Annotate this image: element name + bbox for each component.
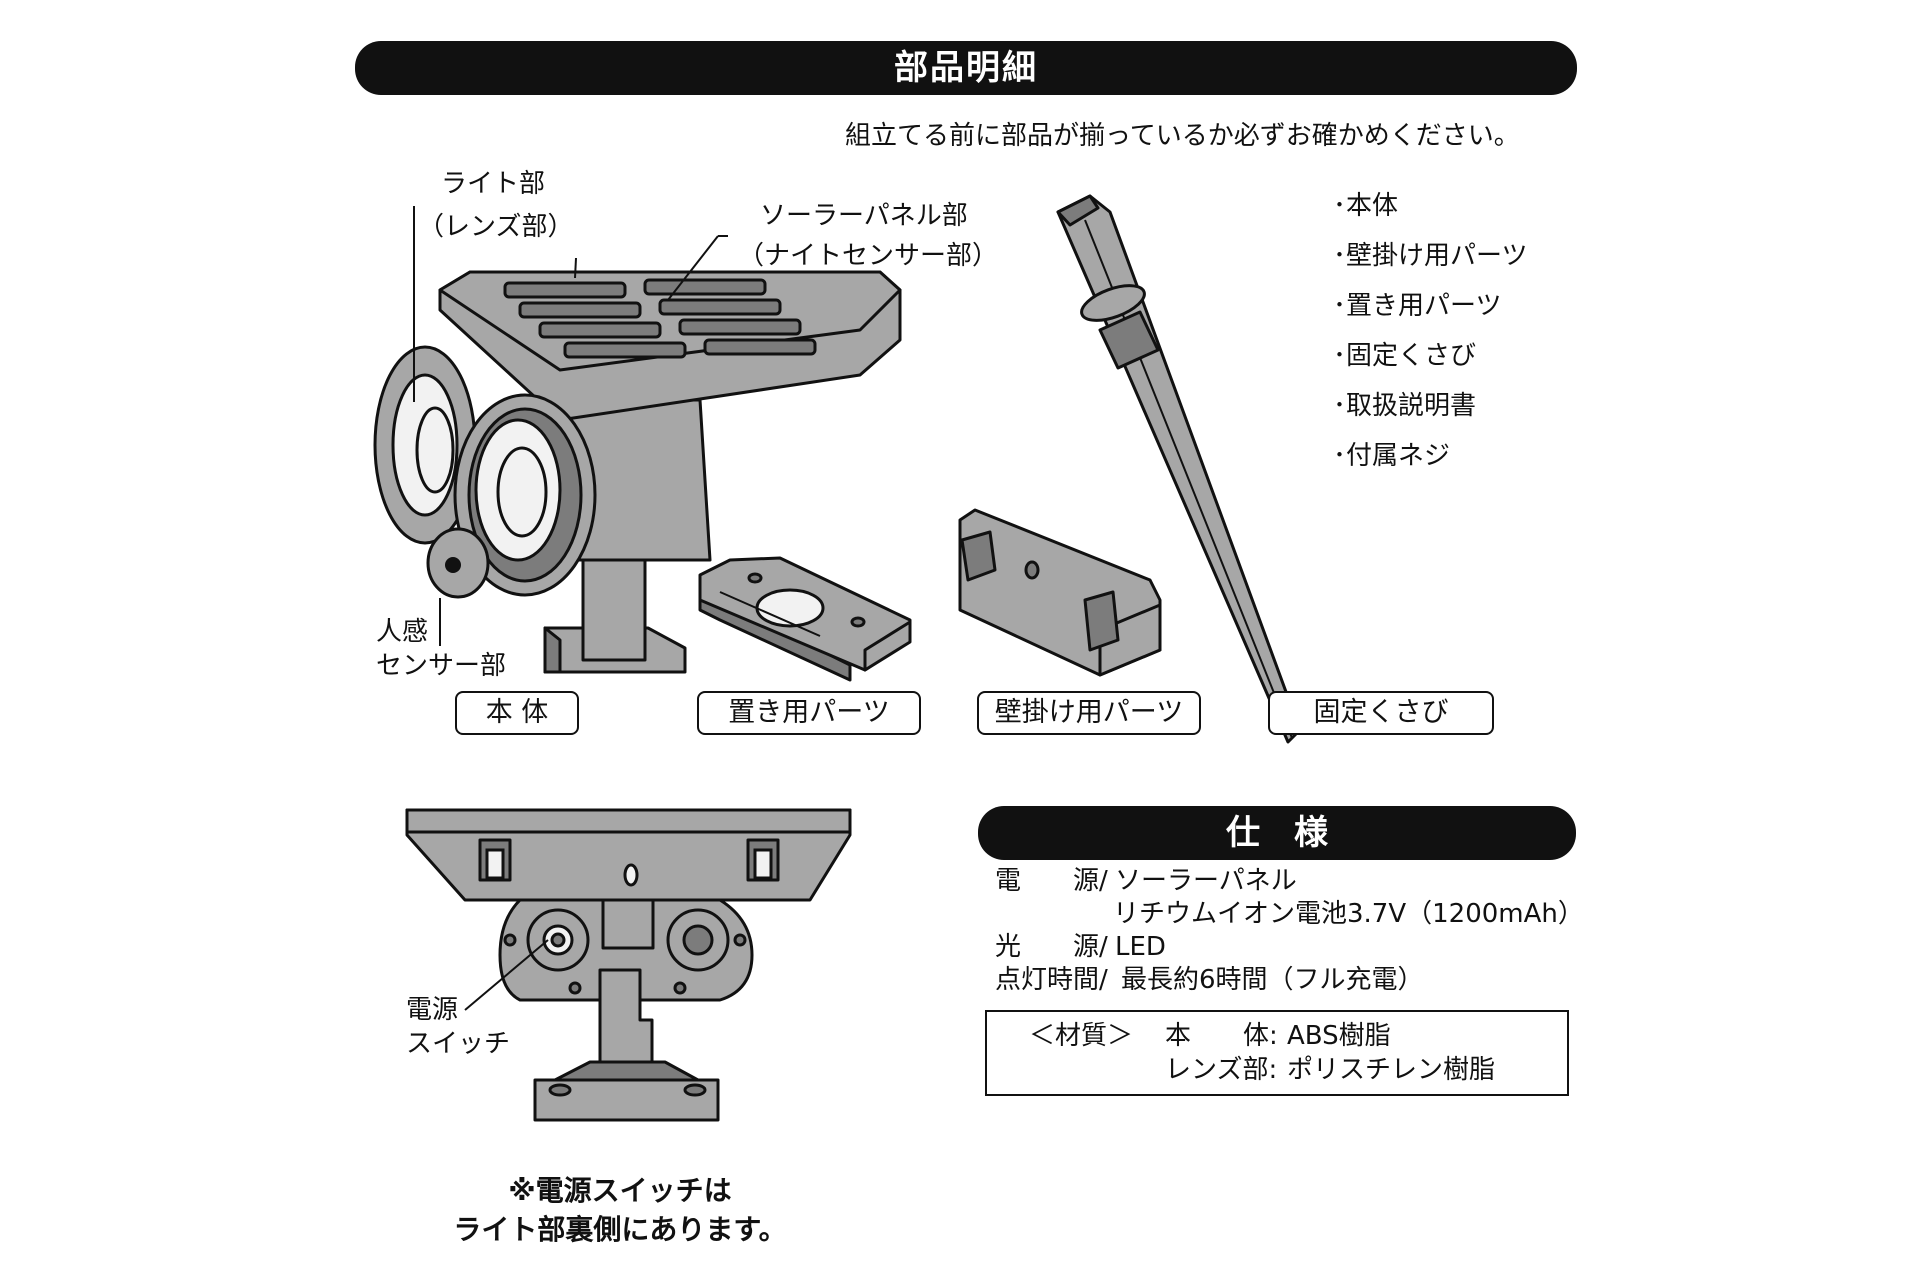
list-item: ･固定くさび (1333, 341, 1477, 371)
list-item: ･付属ネジ (1333, 441, 1451, 471)
list-item: ･取扱説明書 (1333, 391, 1477, 421)
stand-part-drawing (698, 556, 912, 682)
sensor-callout-line1: 人感 (376, 617, 429, 647)
solar-cells (503, 278, 817, 359)
spec-row-time-value: 最長約6時間（フル充電） (1121, 965, 1424, 995)
light-callout-line2: （レンズ部） (418, 212, 574, 242)
spec-row-battery-value: リチウムイオン電池3.7V（1200mAh） (1113, 899, 1584, 929)
label-stand-parts: 置き用パーツ (697, 691, 921, 735)
switch-note-line1: ※電源スイッチは (508, 1174, 732, 1207)
stake-drawing (1056, 194, 1302, 744)
switch-callout-line2: スイッチ (406, 1029, 511, 1059)
switch-note-line2: ライト部裏側にあります。 (453, 1213, 787, 1246)
spec-row-light-label: 光 源/ (995, 932, 1108, 962)
panel-callout-line1: ソーラーパネル部 (760, 201, 968, 231)
material-body-label: 本 体: (1165, 1021, 1278, 1051)
sensor-callout-line2: センサー部 (376, 651, 507, 681)
parts-check-note: 組立てる前に部品が揃っているか必ずお確かめください。 (845, 121, 1520, 151)
switch-callout-line1: 電源 (406, 995, 459, 1025)
callout-lines (413, 206, 728, 646)
parts-section-title: 部品明細 (355, 41, 1577, 95)
back-view-drawing (405, 808, 852, 1122)
list-item: ･壁掛け用パーツ (1333, 241, 1528, 271)
label-body: 本 体 (455, 691, 579, 735)
panel-callout-line2: （ナイトセンサー部） (738, 241, 999, 271)
label-wall-parts: 壁掛け用パーツ (977, 691, 1201, 735)
spec-row-light-value: LED (1115, 932, 1166, 962)
wall-part-drawing (958, 508, 1162, 677)
list-item: ･置き用パーツ (1333, 291, 1502, 321)
material-box: ＜材質＞ 本 体: ABS樹脂 レンズ部: ポリスチレン樹脂 (985, 1010, 1569, 1096)
material-lens-value: ポリスチレン樹脂 (1287, 1055, 1496, 1085)
main-unit-drawing (373, 270, 902, 674)
list-item: ･本体 (1333, 191, 1399, 221)
material-heading: ＜材質＞ (1029, 1021, 1134, 1051)
spec-row-time-label: 点灯時間/ (995, 965, 1108, 995)
material-body-value: ABS樹脂 (1287, 1021, 1391, 1051)
label-stake: 固定くさび (1268, 691, 1494, 735)
spec-section-title: 仕 様 (978, 806, 1576, 860)
material-lens-label: レンズ部: (1165, 1055, 1278, 1085)
light-callout-line1: ライト部 (441, 169, 546, 199)
spec-row-power-value: ソーラーパネル (1115, 866, 1297, 896)
spec-row-power-label: 電 源/ (995, 866, 1108, 896)
